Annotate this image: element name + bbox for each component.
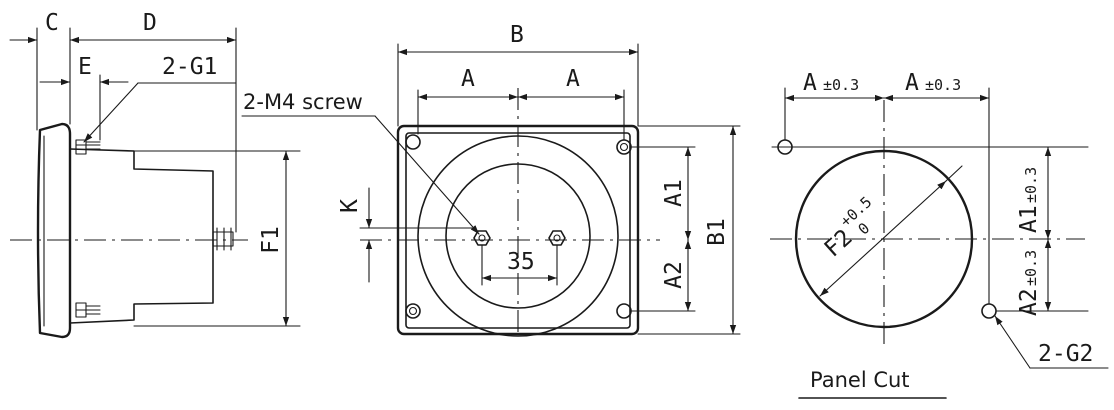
label-panel-tol-a2: ±0.3 — [1022, 250, 1040, 286]
label-panel-f2-lower: 0 — [855, 219, 874, 238]
label-a1: A1 — [661, 179, 687, 207]
label-panel-a-right: A — [905, 70, 919, 96]
label-panel-2-g2: 2-G2 — [1038, 341, 1093, 367]
side-bezel — [36, 122, 72, 339]
front-terminal-right — [548, 230, 566, 246]
label-panel-tol-a-left: ±0.3 — [823, 76, 859, 94]
label-panel-tol-a1: ±0.3 — [1022, 167, 1040, 203]
label-k: K — [337, 199, 363, 213]
side-body — [69, 148, 214, 324]
panel-hole-bottom — [981, 303, 997, 319]
label-spacing-35: 35 — [507, 249, 535, 275]
label-2-g1: 2-G1 — [162, 54, 217, 80]
label-e: E — [78, 54, 92, 80]
front-terminal-left — [473, 230, 491, 246]
side-stud-top — [75, 139, 87, 155]
front-corner-hole-tr — [616, 139, 632, 155]
label-panel-a-left: A — [803, 70, 817, 96]
front-corner-hole-bl — [405, 303, 421, 319]
label-a-left: A — [461, 66, 475, 92]
panel-cut-caption: Panel Cut — [810, 368, 910, 392]
label-c: C — [45, 10, 59, 36]
panel-cut-view: A ±0.3 A ±0.3 A1 ±0.3 A2 ±0.3 F2 +0.5 0 … — [770, 70, 1109, 399]
label-f1: F1 — [258, 226, 284, 254]
label-a2: A2 — [661, 261, 687, 289]
label-panel-a2: A2 — [1016, 288, 1042, 316]
label-panel-tol-a-right: ±0.3 — [925, 76, 961, 94]
label-b: B — [510, 22, 524, 48]
front-corner-hole-br — [616, 303, 632, 319]
front-view: B A A 2-M4 screw K A1 A2 B1 35 — [241, 22, 741, 337]
label-screw: 2-M4 screw — [243, 90, 363, 114]
label-panel-f2: F2 — [820, 225, 858, 263]
label-a-right: A — [566, 66, 580, 92]
side-rear-terminal — [212, 231, 234, 247]
side-view: C D E 2-G1 F1 — [9, 10, 301, 339]
label-b1: B1 — [704, 218, 730, 246]
label-panel-a1: A1 — [1016, 205, 1042, 233]
label-d: D — [143, 10, 157, 36]
front-corner-hole-tl — [405, 134, 421, 150]
